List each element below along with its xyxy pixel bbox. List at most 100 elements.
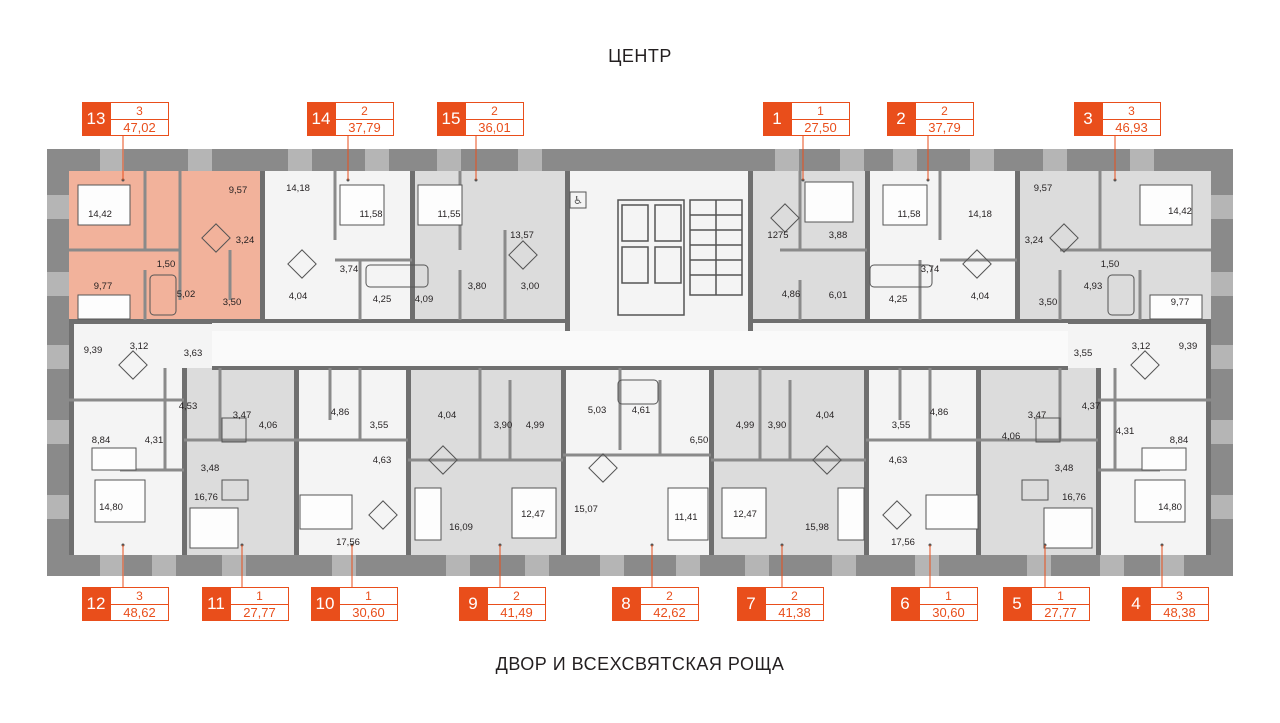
room-count: 2 xyxy=(791,589,798,603)
apartment-tag-10[interactable]: 10 1 30,60 xyxy=(311,587,501,621)
room-area: 4,25 xyxy=(889,294,908,305)
apartment-number: 10 xyxy=(311,587,339,621)
total-area: 27,77 xyxy=(1044,605,1077,620)
room-area: 3,55 xyxy=(370,420,389,431)
apartment-tag-15[interactable]: 15 2 36,01 xyxy=(437,102,627,136)
room-area: 3,00 xyxy=(521,281,540,292)
room-area: 3,80 xyxy=(468,281,487,292)
room-area: 3,12 xyxy=(1132,341,1151,352)
apartment-info-box: 1 30,60 xyxy=(919,587,978,621)
room-area: 4,06 xyxy=(1002,431,1021,442)
room-area: 4,06 xyxy=(259,420,278,431)
room-area: 12,47 xyxy=(733,509,757,520)
apartment-markers xyxy=(121,178,1164,547)
apartment-tag-11[interactable]: 11 1 27,77 xyxy=(202,587,392,621)
apartment-tag-4[interactable]: 4 3 48,38 xyxy=(1122,587,1280,621)
divider xyxy=(916,119,973,120)
room-area: 5,02 xyxy=(177,289,196,300)
apartment-info-box: 3 48,38 xyxy=(1150,587,1209,621)
room-area: 11,41 xyxy=(674,512,697,523)
apartment-tag-13[interactable]: 13 3 47,02 xyxy=(82,102,272,136)
room-count: 2 xyxy=(513,589,520,603)
room-area: 4,63 xyxy=(373,455,392,466)
room-area: 3,47 xyxy=(233,410,252,421)
apartment-number: 2 xyxy=(887,102,915,136)
room-area: 3,63 xyxy=(184,348,203,359)
bathtubs xyxy=(149,264,1135,443)
room-area: 3,48 xyxy=(201,463,220,474)
total-area: 47,02 xyxy=(123,120,156,135)
apartment-tag-2[interactable]: 2 2 37,79 xyxy=(887,102,1077,136)
room-area: 11,58 xyxy=(897,209,920,220)
apartment-tag-12[interactable]: 12 3 48,62 xyxy=(82,587,272,621)
room-area: 4,86 xyxy=(331,407,350,418)
furniture-tables xyxy=(118,203,1160,530)
room-area: 3,88 xyxy=(829,230,848,241)
room-area: 13,57 xyxy=(510,230,534,241)
total-area: 30,60 xyxy=(352,605,385,620)
room-area: 14,18 xyxy=(286,183,310,194)
apartment-tag-9[interactable]: 9 2 41,49 xyxy=(459,587,649,621)
room-area: 14,42 xyxy=(88,209,112,220)
divider xyxy=(920,604,977,605)
apartment-number: 11 xyxy=(202,587,230,621)
room-count: 3 xyxy=(1176,589,1183,603)
stair-core xyxy=(567,171,750,331)
apartment-tag-6[interactable]: 6 1 30,60 xyxy=(891,587,1081,621)
room-area: 9,57 xyxy=(1034,183,1053,194)
room-area: 16,76 xyxy=(194,492,218,503)
room-area: 14,80 xyxy=(1158,502,1182,513)
room-count: 2 xyxy=(941,104,948,118)
apartment-number: 9 xyxy=(459,587,487,621)
furniture-beds xyxy=(77,181,1203,549)
apartment-tag-3[interactable]: 3 3 46,93 xyxy=(1074,102,1264,136)
divider xyxy=(488,604,545,605)
corridor xyxy=(212,331,1068,368)
room-count: 1 xyxy=(365,589,372,603)
total-area: 27,50 xyxy=(804,120,837,135)
room-area: 8,84 xyxy=(92,435,111,446)
room-area: 4,09 xyxy=(415,294,434,305)
divider xyxy=(641,604,698,605)
apartment-tag-7[interactable]: 7 2 41,38 xyxy=(737,587,927,621)
room-area: 3,74 xyxy=(340,264,359,275)
divider xyxy=(466,119,523,120)
apartment-info-box: 2 36,01 xyxy=(465,102,524,136)
apartment-info-box: 2 37,79 xyxy=(335,102,394,136)
room-area: 4,25 xyxy=(373,294,392,305)
room-area: 1275 xyxy=(767,230,788,241)
apartment-number: 12 xyxy=(82,587,110,621)
top-orientation-heading: ЦЕНТР xyxy=(608,46,672,66)
room-count: 1 xyxy=(945,589,952,603)
apartment-number: 3 xyxy=(1074,102,1102,136)
room-area: 4,63 xyxy=(889,455,908,466)
room-area: 3,12 xyxy=(130,341,149,352)
room-area: 9,39 xyxy=(1179,341,1198,352)
room-area: 17,56 xyxy=(336,537,360,548)
room-area: 4,86 xyxy=(782,289,801,300)
room-area: 6,50 xyxy=(690,435,709,446)
apartment-tag-8[interactable]: 8 2 42,62 xyxy=(612,587,802,621)
apartment-info-box: 3 47,02 xyxy=(110,102,169,136)
apartment-number: 5 xyxy=(1003,587,1031,621)
room-area: 3,55 xyxy=(1074,348,1093,359)
accessibility-icon: ♿ xyxy=(569,191,587,209)
room-area: 4,31 xyxy=(145,435,164,446)
apartment-tag-5[interactable]: 5 1 27,77 xyxy=(1003,587,1193,621)
total-area: 48,38 xyxy=(1163,605,1196,620)
divider xyxy=(111,119,168,120)
room-area: 3,90 xyxy=(494,420,513,431)
room-count: 2 xyxy=(666,589,673,603)
apartment-number: 6 xyxy=(891,587,919,621)
total-area: 46,93 xyxy=(1115,120,1148,135)
apartment-14-zone[interactable] xyxy=(262,171,412,321)
apartment-tag-1[interactable]: 1 1 27,50 xyxy=(763,102,953,136)
apartment-info-box: 2 42,62 xyxy=(640,587,699,621)
apartment-tag-14[interactable]: 14 2 37,79 xyxy=(307,102,497,136)
room-area: 17,56 xyxy=(891,537,915,548)
room-area: 1,50 xyxy=(1101,259,1120,270)
apartment-number: 4 xyxy=(1122,587,1150,621)
room-area: 4,93 xyxy=(1084,281,1103,292)
room-area: 3,24 xyxy=(236,235,255,246)
